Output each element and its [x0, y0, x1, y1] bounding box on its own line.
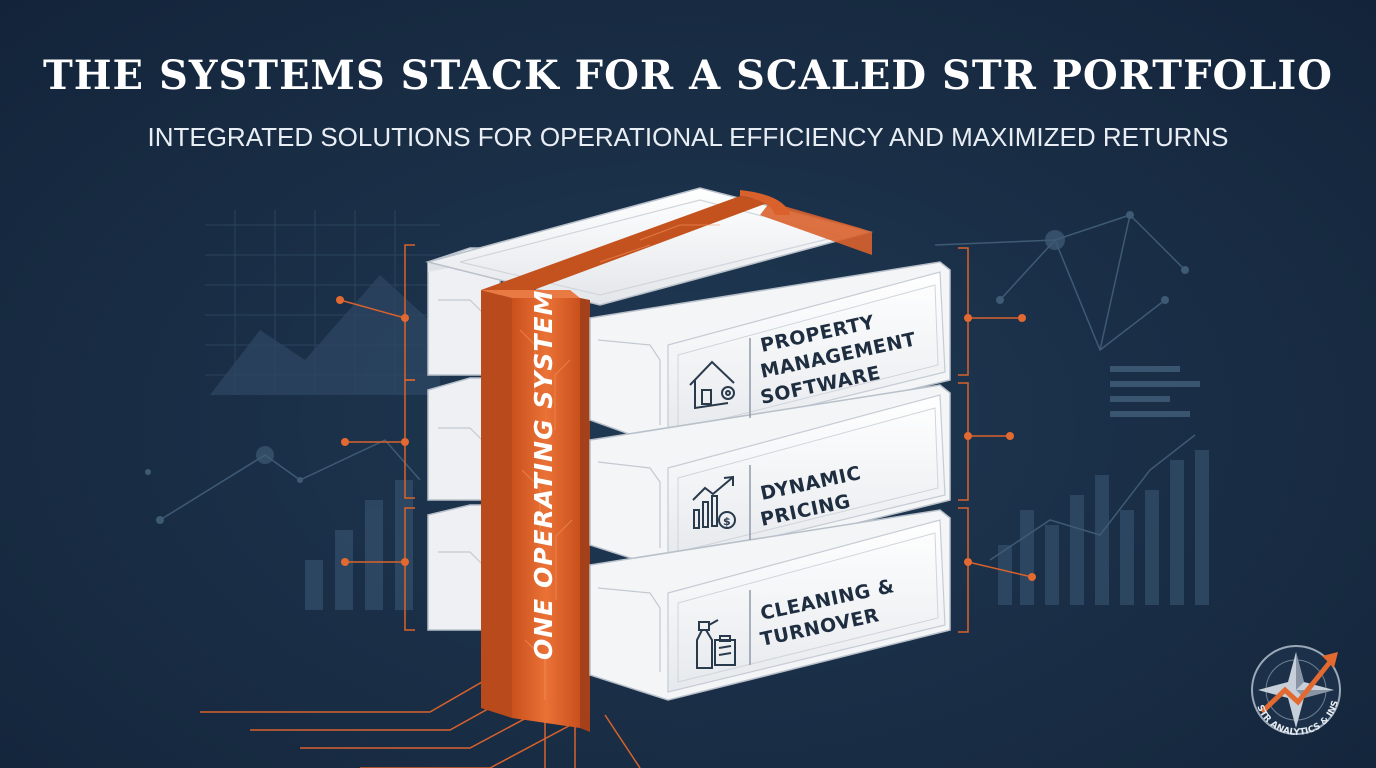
box-side-panels — [597, 339, 661, 672]
chart-dollar-icon: $ — [692, 475, 736, 529]
background-mountain-chart — [210, 275, 440, 395]
compass-arrow-icon — [1258, 652, 1338, 728]
background-network-nodes-right — [996, 211, 1189, 304]
background-bars-left — [305, 480, 413, 610]
spray-clipboard-icon — [696, 619, 736, 669]
layer-cleaning-turnover — [589, 509, 951, 701]
right-connector-dots — [964, 314, 1036, 581]
background-trend-line — [989, 434, 1196, 561]
page-title: THE SYSTEMS STACK FOR A SCALED STR PORTF… — [43, 52, 1333, 99]
background-text-lines-right — [1110, 366, 1200, 417]
left-connector-dots — [336, 296, 409, 566]
right-bracket-connectors — [958, 247, 1033, 633]
band-label: ONE OPERATING SYSTEM — [529, 290, 558, 660]
background-network-right — [934, 214, 1186, 352]
background-network-nodes-left — [145, 446, 303, 524]
house-gear-icon — [689, 360, 735, 410]
page-subtitle: INTEGRATED SOLUTIONS FOR OPERATIONAL EFF… — [147, 122, 1229, 152]
layer-dynamic-pricing — [589, 384, 951, 571]
background-bars-right — [998, 450, 1209, 605]
svg-text:$: $ — [723, 515, 731, 528]
operating-system-band — [481, 190, 872, 732]
